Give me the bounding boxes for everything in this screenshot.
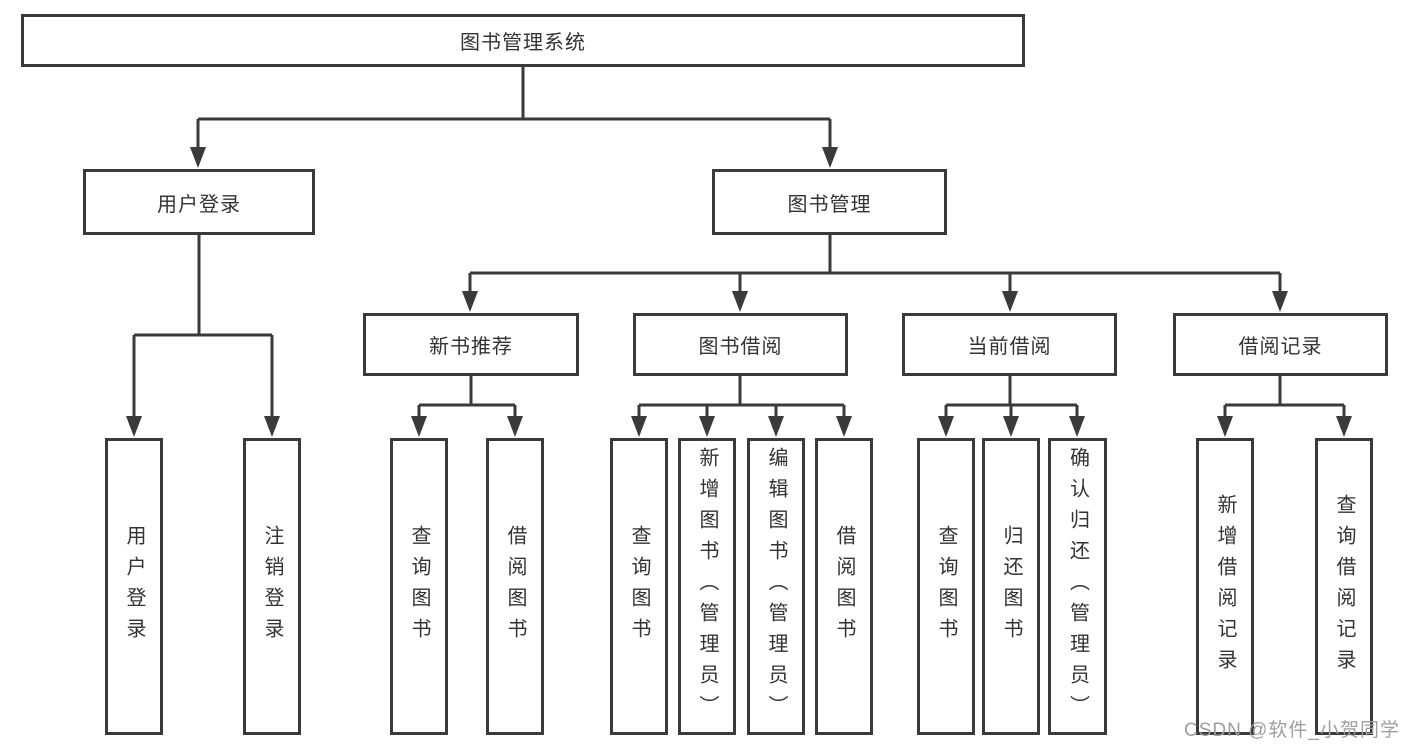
node-current-borrow: 当前借阅 — [902, 313, 1117, 376]
node-new-book-recommend: 新书推荐 — [363, 313, 579, 376]
node-current-borrow-label: 当前借阅 — [967, 336, 1052, 358]
connector-borrow-to-leaves — [631, 376, 852, 437]
node-book-management: 图书管理 — [712, 169, 947, 235]
leaf-confirm-return-admin-label: 确认归还（管理员） — [1066, 447, 1089, 726]
node-new-book-recommend-label: 新书推荐 — [429, 336, 513, 358]
leaf-logout-label: 注销登录 — [261, 524, 283, 649]
node-user-login: 用户登录 — [83, 169, 315, 235]
node-root: 图书管理系统 — [21, 14, 1025, 67]
leaf-edit-book-admin: 编辑图书（管理员） — [747, 438, 805, 735]
node-user-login-label: 用户登录 — [157, 193, 241, 216]
leaf-recommend-borrow-books: 借阅图书 — [486, 438, 544, 735]
connector-recommend-to-leaves — [411, 376, 523, 437]
leaf-query-borrow-record: 查询借阅记录 — [1315, 438, 1373, 735]
leaf-return-books: 归还图书 — [982, 438, 1040, 735]
leaf-borrow-query-books-label: 查询图书 — [628, 524, 650, 649]
leaf-borrow-books-label: 借阅图书 — [833, 524, 855, 649]
connector-mgmt-to-groups — [462, 235, 1288, 312]
leaf-add-book-admin-label: 新增图书（管理员） — [696, 447, 718, 726]
connector-root-to-level2 — [190, 67, 838, 168]
leaf-query-borrow-record-label: 查询借阅记录 — [1333, 493, 1355, 680]
leaf-recommend-query-books-label: 查询图书 — [408, 524, 430, 649]
leaf-borrow-books: 借阅图书 — [815, 438, 873, 735]
node-borrow-records-label: 借阅记录 — [1238, 336, 1323, 358]
leaf-add-borrow-record-label: 新增借阅记录 — [1214, 493, 1236, 680]
watermark: CSDN @软件_小贺同学 — [1184, 720, 1400, 741]
node-borrow-records: 借阅记录 — [1173, 313, 1388, 376]
leaf-recommend-borrow-books-label: 借阅图书 — [504, 524, 526, 649]
leaf-return-books-label: 归还图书 — [1000, 524, 1022, 649]
leaf-borrow-query-books: 查询图书 — [610, 438, 668, 735]
node-book-borrow-label: 图书借阅 — [698, 336, 783, 358]
connector-current-to-leaves — [938, 376, 1085, 437]
leaf-user-login: 用户登录 — [105, 438, 163, 735]
node-root-label: 图书管理系统 — [460, 32, 586, 54]
connector-user-to-leaves — [126, 235, 280, 437]
leaf-current-query-books: 查询图书 — [917, 438, 975, 735]
leaf-logout: 注销登录 — [243, 438, 301, 735]
leaf-user-login-label: 用户登录 — [123, 524, 145, 649]
leaf-current-query-books-label: 查询图书 — [935, 524, 957, 649]
leaf-add-borrow-record: 新增借阅记录 — [1196, 438, 1254, 735]
connector-records-to-leaves — [1217, 376, 1352, 437]
leaf-recommend-query-books: 查询图书 — [390, 438, 448, 735]
node-book-borrow: 图书借阅 — [633, 313, 848, 376]
leaf-confirm-return-admin: 确认归还（管理员） — [1048, 438, 1107, 735]
leaf-edit-book-admin-label: 编辑图书（管理员） — [765, 447, 787, 726]
leaf-add-book-admin: 新增图书（管理员） — [678, 438, 736, 735]
node-book-management-label: 图书管理 — [787, 193, 872, 216]
